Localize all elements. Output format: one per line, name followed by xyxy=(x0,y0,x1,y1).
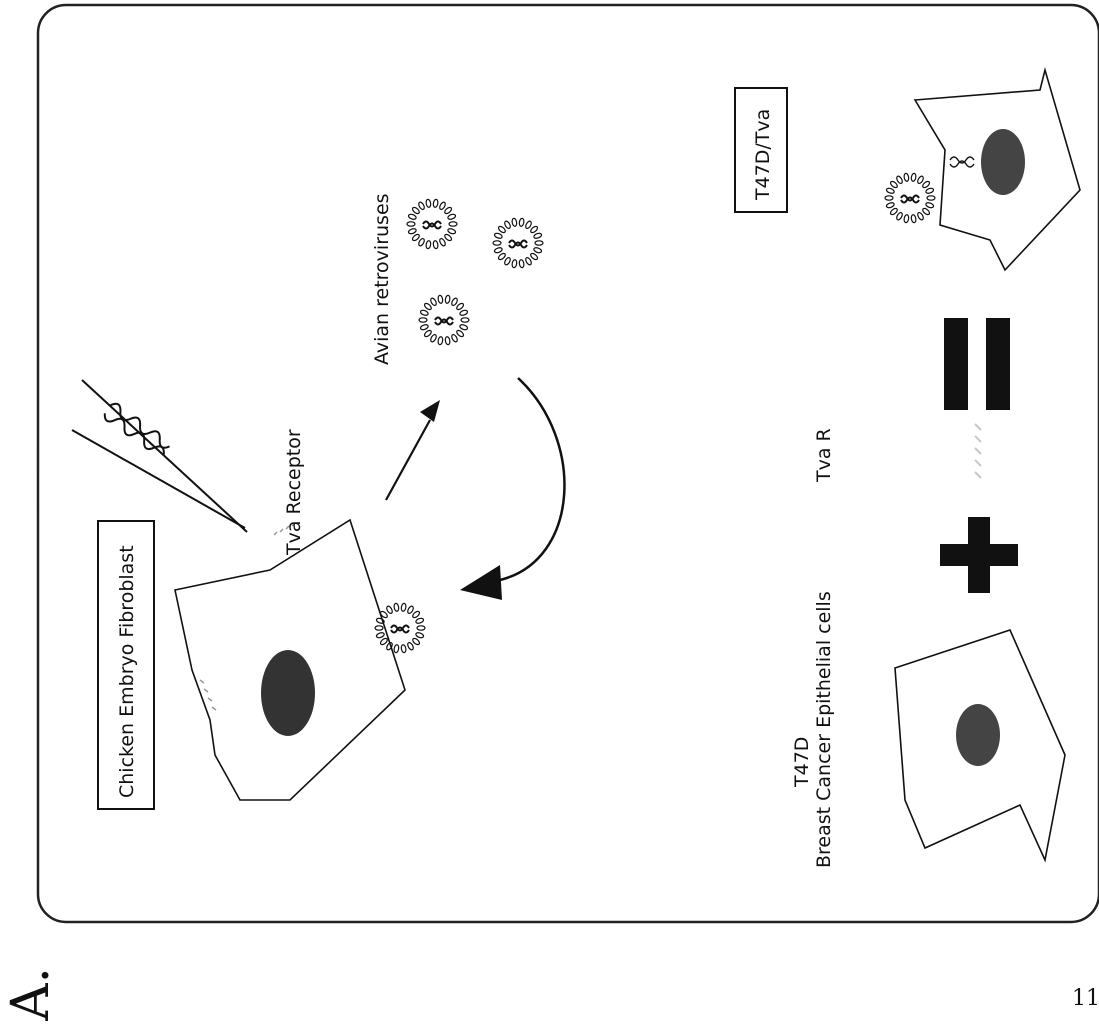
plus-sign-icon xyxy=(940,517,1018,593)
curved-arrow-icon xyxy=(460,377,566,600)
fibroblast-nucleus xyxy=(261,650,315,736)
pipette-icon xyxy=(71,379,248,533)
label-chicken-embryo-fibroblast: Chicken Embryo Fibroblast xyxy=(116,545,138,798)
panel-label: A. xyxy=(1,967,61,1021)
retrovirus-icon xyxy=(374,602,426,654)
fibroblast-cell-icon xyxy=(174,518,406,801)
retrovirus-icon xyxy=(884,172,936,224)
label-tva-receptor: Tva Receptor xyxy=(283,429,305,556)
label-avian-retroviruses: Avian retroviruses xyxy=(371,193,393,365)
retrovirus-icon xyxy=(418,294,470,346)
retrovirus-icon xyxy=(492,217,544,269)
arrow-icon xyxy=(385,400,440,501)
tva-receptor-small-icon xyxy=(974,423,982,479)
diagram-frame xyxy=(36,3,1099,924)
page-number: 11 xyxy=(1072,986,1099,1011)
label-t47d-tva: T47D/Tva xyxy=(752,109,774,201)
label-tva-r: Tva R xyxy=(813,428,835,483)
equals-sign-icon xyxy=(944,318,1010,410)
t47d-tva-cell-icon xyxy=(913,66,1081,272)
label-t47d: T47D xyxy=(791,737,813,788)
label-breast-cancer-epithelial-cells: Breast Cancer Epithelial cells xyxy=(813,591,835,868)
t47d-cell-icon xyxy=(894,629,1066,863)
cef-label-box xyxy=(97,520,155,810)
t47d-tva-label-box xyxy=(734,87,788,213)
retrovirus-icon xyxy=(406,198,458,250)
